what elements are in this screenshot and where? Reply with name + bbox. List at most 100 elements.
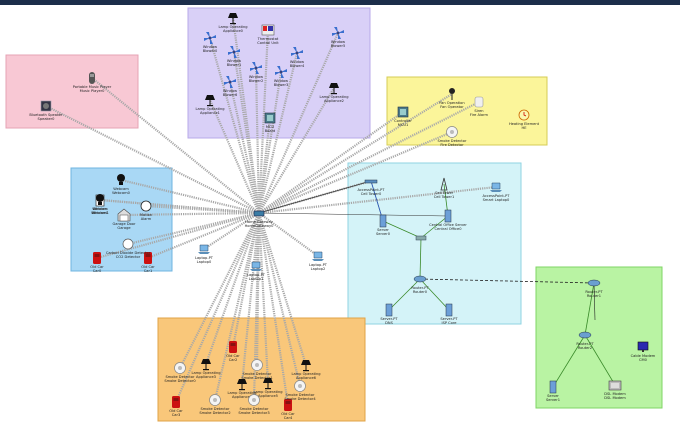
device-c-srv[interactable]: Server Server0 [366, 214, 400, 236]
device-p-fan0[interactable]: Window Blower0 [193, 31, 227, 53]
device-b-car0[interactable]: Old Car Car0 [80, 251, 114, 273]
wired-link-hub-cdc [258, 212, 449, 217]
device-c-laptop[interactable]: AccessPoint-PT Smart Laptop0 [479, 180, 513, 202]
device-c-pc1[interactable]: Server-PT DNS [372, 303, 406, 325]
blue-link [370, 180, 384, 222]
wired-link-c_router-c_pc2 [419, 278, 450, 311]
device-label: Laptop-PT Laptop0 [194, 256, 214, 265]
device-c-sw[interactable] [404, 231, 438, 245]
device-o-smoke3[interactable]: Smoke Detector Smoke Detector3 [237, 393, 271, 415]
device-o-car2[interactable]: Old Car Car3 [159, 395, 193, 417]
device-p-fan6[interactable]: Window Blower6 [213, 75, 247, 97]
laptop-icon [239, 259, 273, 273]
device-o-smoke0[interactable]: Smoke Detector Smoke Detector0 [163, 361, 197, 383]
mcu-icon [253, 111, 287, 125]
device-o-lamp2[interactable]: Lamp Operating Appliance5 [251, 376, 285, 398]
device-label: Central Office Server Central Office0 [429, 223, 467, 232]
device-b-garage[interactable]: Garage Door Garage [107, 208, 141, 230]
device-label: Window Blower6 [222, 89, 238, 98]
car-icon [131, 251, 165, 265]
server-icon [366, 214, 400, 228]
device-p-fan5[interactable]: Window Blower5 [321, 26, 355, 48]
device-c-tower[interactable]: Cell Tower Cell Tower1 [427, 177, 461, 199]
device-label: Lamp Operating Appliance2 [319, 95, 349, 104]
device-pink-speaker[interactable]: Bluetooth Speaker Speaker0 [29, 99, 63, 121]
zone-yellow [386, 76, 548, 146]
device-o-lamp1[interactable]: Lamp Operating Appliance4 [225, 377, 259, 399]
wireless-link-o_smoke0 [179, 212, 260, 369]
device-label: Lamp Operating Appliance6 [291, 372, 321, 381]
device-y-board[interactable]: Controller MCU1 [386, 105, 420, 127]
device-c-cdc[interactable]: Central Office Server Central Office0 [429, 209, 467, 231]
device-p-thermo[interactable]: Thermostat Control Unit [251, 23, 285, 45]
device-pink-player[interactable]: Portable Music Player Music Player0 [73, 71, 111, 93]
device-b-webcam1[interactable]: Webcam Webcam1 [83, 193, 117, 215]
device-b-car1[interactable]: Old Car Car1 [131, 251, 165, 273]
car-icon [159, 395, 193, 409]
device-o-car3[interactable]: Old Car Car4 [271, 398, 305, 420]
device-c-router[interactable]: Router-PT Router0 [403, 272, 437, 294]
wireless-link-b_co [127, 211, 260, 246]
fan-icon [193, 31, 227, 45]
device-hub[interactable]: Home Gateway HomeGateway0 [242, 206, 276, 228]
green-trunk [593, 282, 596, 321]
wireless-link-o_smoke4 [257, 212, 302, 387]
smoke-detector-icon [435, 125, 469, 139]
device-g-router2[interactable]: Router-PT Router2 [568, 328, 602, 350]
device-c-pc2[interactable]: Server-PT ISP Core [432, 303, 466, 325]
device-label: Smoke Detector Smoke Detector0 [164, 375, 196, 384]
device-o-smoke2[interactable]: Smoke Detector Smoke Detector2 [198, 393, 232, 415]
device-b-cam[interactable]: Webcam Webcam0 [104, 173, 138, 195]
device-y-smoke[interactable]: Smoke Detector Fire Detector [435, 125, 469, 147]
device-g-monitor[interactable]: Cable Modem CM0 [626, 340, 660, 362]
speaker-icon [29, 99, 63, 113]
device-y-sensor[interactable]: Fan Operation Fan Operator [435, 87, 469, 109]
device-o-lamp3[interactable]: Lamp Operating Appliance6 [289, 358, 323, 380]
device-laptop1[interactable]: Laptop-PT Laptop1 [239, 259, 273, 281]
dashed-link-routers [419, 278, 595, 284]
device-label: MCU Board [264, 125, 276, 134]
device-o-car[interactable]: Old Car Car2 [216, 340, 250, 362]
device-label: Portable Music Player Music Player0 [72, 85, 112, 94]
wired-link-c_sw-c_router [419, 237, 422, 280]
wireless-link-o_lamp0 [204, 212, 261, 365]
device-p-fan4[interactable]: Window Blower4 [280, 46, 314, 68]
fan-icon [239, 61, 273, 75]
device-b-alarm[interactable]: Motion Alarm [129, 199, 163, 221]
device-label: Old Car Car1 [141, 265, 155, 274]
device-y-clock[interactable]: Heating Element HE [507, 108, 541, 130]
device-p-lamp2[interactable]: Lamp Operating Appliance2 [317, 81, 351, 103]
device-p-lamp0[interactable]: Lamp Operating Appliance0 [216, 11, 250, 33]
device-o-lamp0[interactable]: Lamp Operating Appliance3 [189, 357, 223, 379]
device-g-router1[interactable]: Router-PT Router1 [577, 276, 611, 298]
wireless-link-laptop1 [254, 212, 261, 267]
device-p-fan2[interactable]: Window Blower2 [239, 61, 273, 83]
device-label: Laptop-PT Laptop1 [246, 273, 266, 282]
alarm-icon [129, 199, 163, 213]
device-o-smoke1[interactable]: Smoke Detector Smoke Detector1 [240, 358, 274, 380]
device-label: Thermostat Control Unit [257, 37, 279, 46]
device-laptop2[interactable]: Laptop-PT Laptop2 [301, 249, 335, 271]
device-label: Old Car Car3 [169, 409, 183, 418]
device-g-server[interactable]: Server Server1 [536, 380, 570, 402]
device-label: Laptop-PT Laptop2 [308, 263, 328, 272]
device-g-modem[interactable]: DSL Modem DSL Modem [598, 378, 632, 400]
device-p-fan1[interactable]: Window Blower1 [217, 45, 251, 67]
device-y-siren[interactable]: Siren Fire Alarm [462, 95, 496, 117]
device-label: Old Car Car4 [281, 412, 295, 421]
device-p-mcu[interactable]: MCU Board [253, 111, 287, 133]
device-p-fan3[interactable]: Window Blower3 [264, 65, 298, 87]
smoke-detector-icon [283, 379, 317, 393]
wireless-link-b_car1 [147, 211, 260, 260]
device-laptop0[interactable]: Laptop-PT Laptop0 [187, 242, 221, 264]
device-c-ap0[interactable]: AccessPoint-PT Cell Tower0 [354, 174, 388, 196]
wireless-link-pink_player [91, 77, 260, 214]
device-p-lamp1[interactable]: Lamp Operating Appliance1 [193, 93, 227, 115]
zone-cyan [347, 162, 522, 325]
device-b-co[interactable]: Carbon Dioxide Detector CO2 Detector [106, 237, 150, 259]
car-icon [80, 251, 114, 265]
device-o-smoke4[interactable]: Smoke Detector Smoke Detector4 [283, 379, 317, 401]
device-label: Lamp Operating Appliance0 [218, 25, 248, 34]
wireless-link-p_fan1 [232, 51, 261, 214]
